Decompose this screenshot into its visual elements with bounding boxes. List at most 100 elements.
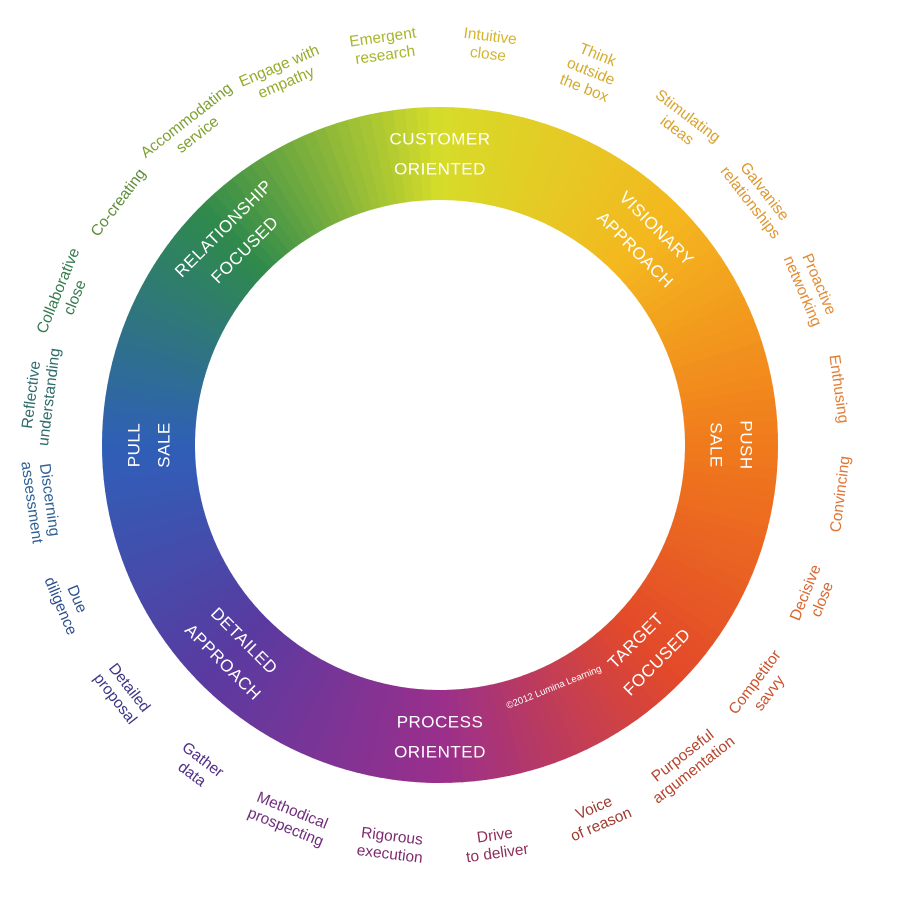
ring-slice xyxy=(669,520,762,563)
ring-slice xyxy=(105,383,200,411)
segment-label-line: PROCESS xyxy=(397,713,484,732)
ring-slice xyxy=(112,349,205,386)
ring-slice xyxy=(140,558,228,614)
ring-slice xyxy=(121,527,213,572)
ring-slice xyxy=(390,687,415,782)
ring-slice xyxy=(637,582,721,646)
ring-slice xyxy=(680,479,775,507)
ring-slice xyxy=(260,151,319,238)
ring-slice xyxy=(159,244,243,308)
ring-slice xyxy=(620,602,699,673)
outer-label-line: Co-creating xyxy=(88,166,150,240)
outer-label-line: Intuitive xyxy=(463,25,518,48)
outer-label-22: Co-creating xyxy=(88,166,150,240)
ring-slice xyxy=(114,510,207,550)
outer-label-8: Convincing xyxy=(827,455,853,533)
ring-slice xyxy=(311,671,357,763)
ring-slice xyxy=(416,107,434,201)
ring-slice xyxy=(179,601,258,672)
ring-slice xyxy=(596,627,667,706)
ring-slice xyxy=(610,201,685,277)
ring-slice xyxy=(497,680,534,774)
ring-slice xyxy=(545,661,599,750)
ring-slice xyxy=(615,608,692,682)
ring-slice xyxy=(104,477,199,504)
ring-slice xyxy=(626,595,707,665)
ring-slice xyxy=(446,689,464,783)
ring-slice xyxy=(505,678,545,771)
ring-slice xyxy=(102,442,196,457)
ring-slice xyxy=(141,273,229,330)
segment-label-line: CUSTOMER xyxy=(390,130,491,149)
ring-slice xyxy=(681,386,776,413)
ring-slice xyxy=(659,544,749,596)
ring-slice xyxy=(675,504,768,541)
ring-slice xyxy=(302,130,350,222)
segment-label-5: PROCESS ORIENTED xyxy=(394,713,486,762)
ring-slice xyxy=(507,120,547,213)
ring-slice xyxy=(107,372,201,403)
ring-slice xyxy=(173,225,254,295)
ring-slice xyxy=(136,284,225,338)
ring-slice xyxy=(172,594,253,663)
ring-slice xyxy=(683,462,778,483)
ring-slice xyxy=(135,550,224,604)
ring-slice xyxy=(313,126,358,218)
ring-slice xyxy=(291,135,342,225)
ring-slice xyxy=(239,642,303,726)
ring-slice xyxy=(212,625,283,704)
ring-slice xyxy=(616,210,693,283)
ring-slice xyxy=(589,632,658,713)
ring-slice xyxy=(651,560,739,617)
ring-slice xyxy=(346,116,383,210)
ring-slice xyxy=(633,236,715,303)
ring-slice xyxy=(463,687,488,782)
ring-slice xyxy=(562,152,622,239)
ring-slice xyxy=(561,652,620,739)
ring-slice xyxy=(677,495,771,530)
ring-slice xyxy=(147,263,234,323)
ring-slice xyxy=(457,107,478,202)
ring-slice xyxy=(642,574,727,636)
ring-slice xyxy=(499,117,536,210)
ring-slice xyxy=(538,665,589,755)
ring-slice xyxy=(675,351,769,388)
ring-slice xyxy=(258,651,318,738)
segment-label-line: SALE xyxy=(707,422,726,467)
ring-slice xyxy=(268,656,325,744)
ring-slice xyxy=(684,453,778,471)
ring-slice xyxy=(102,419,196,437)
segment-label-line: ORIENTED xyxy=(394,743,486,762)
ring-slice xyxy=(378,685,406,780)
ring-slice xyxy=(638,246,722,310)
ring-slice xyxy=(126,305,217,354)
ring-slice xyxy=(369,111,400,206)
ring-slice xyxy=(279,660,333,749)
ring-slice xyxy=(667,318,759,363)
ring-slice xyxy=(656,286,745,340)
ring-slice xyxy=(249,647,311,732)
ring-slice xyxy=(489,682,522,777)
outer-label-line: Drive xyxy=(476,825,514,847)
ring-slice xyxy=(111,502,205,539)
ring-slice xyxy=(152,573,237,635)
outer-label-line: Enthusing xyxy=(825,354,851,425)
ring-slice xyxy=(555,146,612,234)
ring-slice xyxy=(195,613,270,689)
ring-slice xyxy=(118,327,211,370)
ring-slice xyxy=(437,689,452,783)
ring-slice xyxy=(205,192,278,269)
ring-slice xyxy=(146,566,233,625)
ring-slice xyxy=(344,680,381,773)
ring-slice xyxy=(660,296,750,347)
ring-slice xyxy=(187,607,264,680)
ring-slice xyxy=(106,485,201,516)
